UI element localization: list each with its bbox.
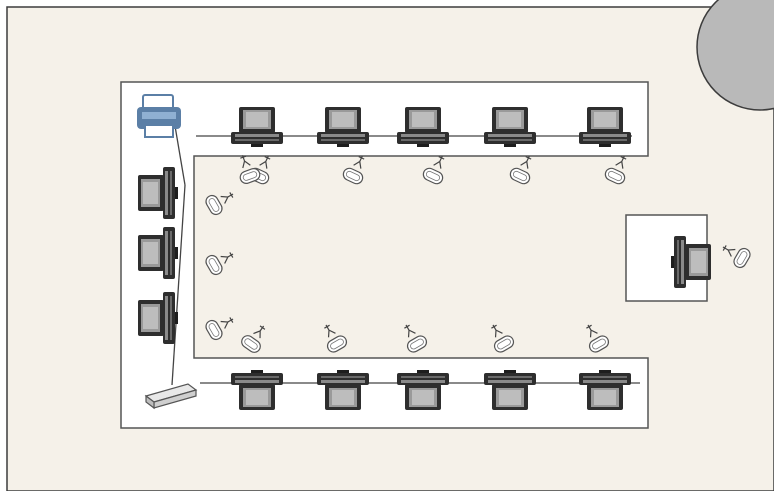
printer-icon bbox=[137, 94, 181, 138]
network-hub-icon bbox=[144, 383, 198, 410]
pillar bbox=[696, 0, 774, 111]
